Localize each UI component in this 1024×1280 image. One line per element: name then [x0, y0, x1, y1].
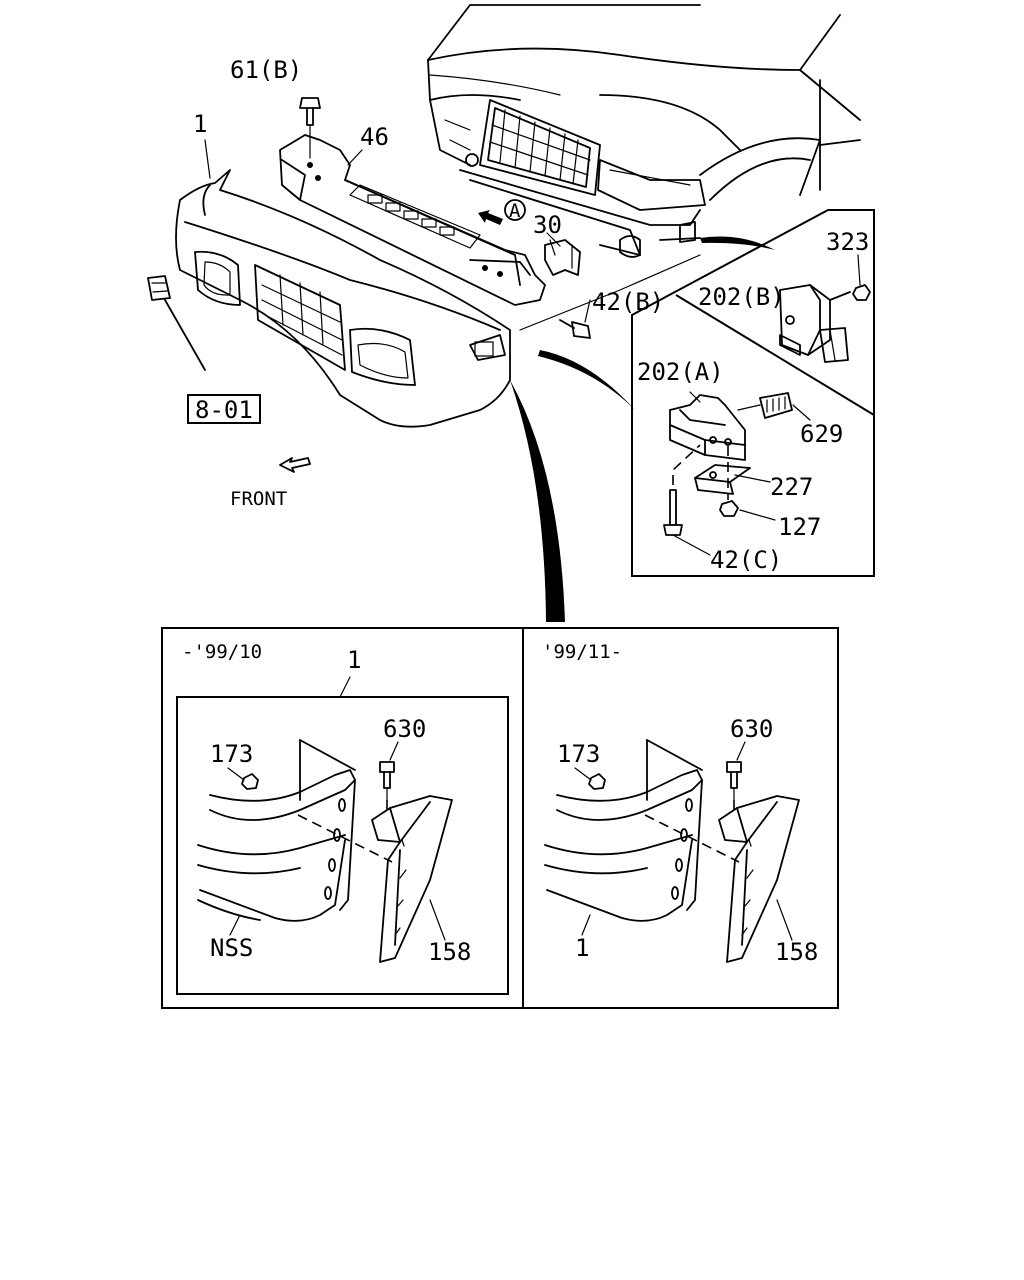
- label-629: 629: [800, 420, 843, 448]
- label-left-1: 1: [347, 646, 361, 674]
- label-right-date: '99/11-: [542, 641, 622, 663]
- front-arrow: [279, 457, 311, 473]
- grille: [479, 99, 601, 196]
- label-227: 227: [770, 473, 813, 501]
- label-46: 46: [360, 123, 389, 151]
- label-202a: 202(A): [637, 358, 724, 386]
- bolt-42b: [559, 319, 591, 339]
- vehicle-front-drawing: [427, 4, 861, 258]
- label-202b: 202(B): [698, 283, 785, 311]
- label-view-a: A: [509, 200, 521, 222]
- view-a-arrow: [478, 199, 526, 225]
- label-left-173: 173: [210, 740, 253, 768]
- bumper-reinforcement: [279, 134, 546, 306]
- label-1-bumper: 1: [193, 110, 207, 138]
- detail-panels: [161, 627, 839, 1009]
- label-right-1: 1: [575, 934, 589, 962]
- right-panel-corner-assy: [544, 739, 800, 963]
- label-left-630: 630: [383, 715, 426, 743]
- label-left-date: -'99/10: [182, 641, 262, 663]
- front-bumper-cover: [175, 169, 511, 428]
- connector-8-01: [147, 275, 261, 424]
- label-right-158: 158: [775, 938, 818, 966]
- bracket-30: [544, 239, 581, 276]
- label-323: 323: [826, 228, 869, 256]
- detail-box-202: [631, 209, 875, 577]
- label-left-nss: NSS: [210, 934, 253, 962]
- label-left-158: 158: [428, 938, 471, 966]
- label-61b: 61(B): [230, 56, 302, 84]
- label-42b: 42(B): [592, 288, 664, 316]
- left-panel-corner-assy: [197, 739, 453, 963]
- label-127: 127: [778, 513, 821, 541]
- label-42c: 42(C): [710, 546, 782, 574]
- label-right-630: 630: [730, 715, 773, 743]
- label-front: FRONT: [230, 488, 287, 510]
- label-right-173: 173: [557, 740, 600, 768]
- label-8-01: 8-01: [195, 396, 253, 424]
- label-30: 30: [533, 211, 562, 239]
- bolt-61b: [299, 97, 321, 159]
